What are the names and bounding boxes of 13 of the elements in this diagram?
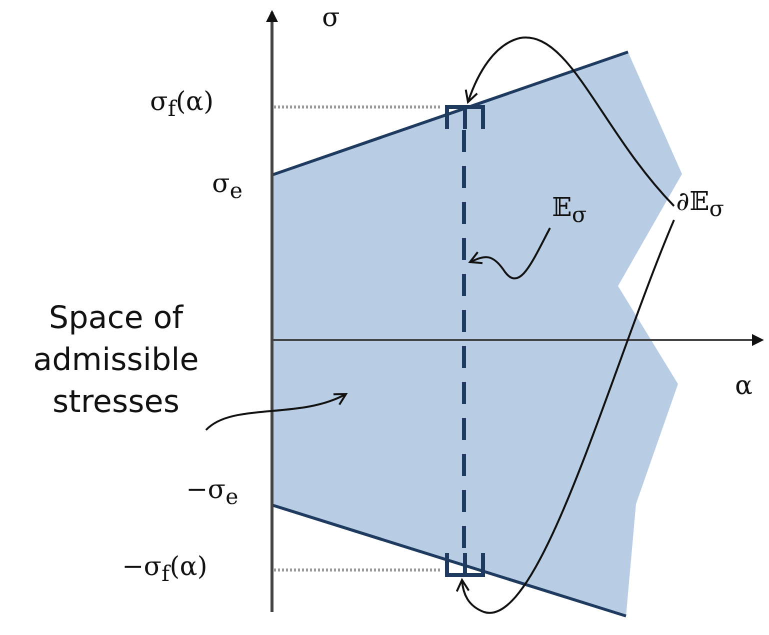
leader-arrow xyxy=(469,228,551,280)
tick-label: −σ$_{e}$ xyxy=(186,476,238,510)
region-label: Space of admissible stresses xyxy=(8,298,224,424)
axis-label: α xyxy=(735,372,753,401)
leader-arrow xyxy=(205,392,347,431)
leader-arrow xyxy=(456,220,675,613)
leader-arrow xyxy=(465,37,675,207)
set-label: 𝔼$_{σ}$ xyxy=(552,194,587,228)
tick-label: σ$_{f}$(α) xyxy=(150,88,214,122)
boundary-label: ∂𝔼$_{σ}$ xyxy=(676,188,724,222)
axis-label: σ xyxy=(322,4,340,33)
tick-label: σ$_{e}$ xyxy=(212,170,243,204)
tick-label: −σ$_{f}$(α) xyxy=(122,553,208,588)
